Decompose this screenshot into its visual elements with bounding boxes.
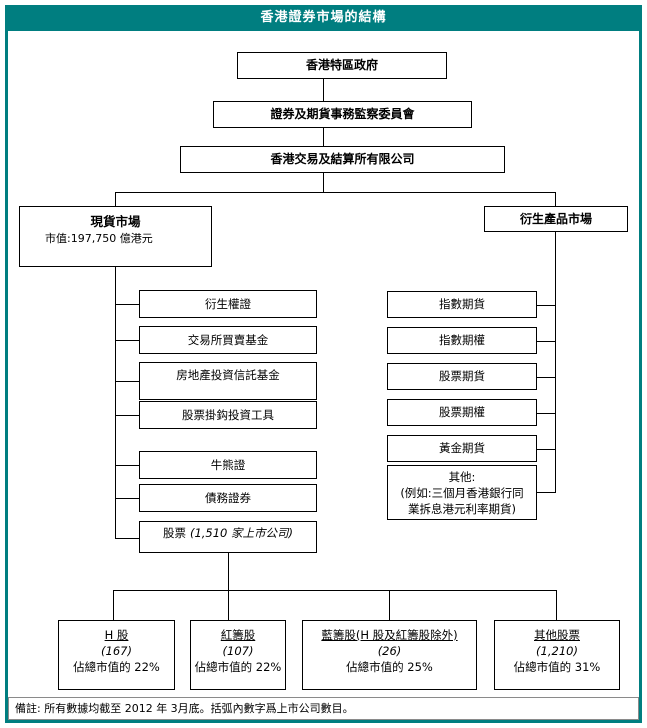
connector-exchange-down <box>323 173 324 192</box>
equity-category-name: 其他股票 <box>534 628 580 642</box>
spot-product-label: 債務證券 <box>205 490 251 505</box>
connector-bus-spot <box>115 192 116 206</box>
connector-regulator-exchange <box>323 128 324 146</box>
spot-trunk <box>115 267 116 538</box>
page-title: 香港證券市場的結構 <box>5 5 642 31</box>
derivatives-stub-5 <box>537 449 556 450</box>
node-derivatives-market[interactable]: 衍生產品市場 <box>484 206 628 232</box>
spot-product-label: 股票掛鈎投資工具 <box>182 407 274 422</box>
node-spot-product-5[interactable]: 債務證券 <box>139 484 317 512</box>
derivatives-stub-1 <box>537 305 556 306</box>
node-derivative-other[interactable]: 其他: (例如:三個月香港銀行同 業拆息港元利率期貨) <box>387 465 537 520</box>
spot-product-label: 房地產投資信託基金 <box>176 368 280 382</box>
node-government[interactable]: 香港特區政府 <box>237 52 447 79</box>
connector-bus-category-3 <box>556 590 557 620</box>
equity-category-name: H 股 <box>104 628 129 642</box>
equity-category-count: (107) <box>222 644 254 658</box>
footnote: 備註: 所有數據均截至 2012 年 3月底。括弧內數字爲上市公司數目。 <box>8 697 639 720</box>
equity-category-share: 佔總市值的 31% <box>513 660 601 674</box>
equities-label: 股票(1,510 家上市公司) <box>163 526 293 541</box>
connector-bus-derivatives <box>555 192 556 206</box>
node-equity-category-0[interactable]: H 股 (167) 佔總市值的 22% <box>58 620 175 690</box>
derivative-other-line1: 其他: <box>448 469 476 484</box>
node-equity-category-3[interactable]: 其他股票 (1,210) 佔總市值的 31% <box>494 620 620 690</box>
spot-product-label: 交易所買賣基金 <box>187 332 269 347</box>
derivative-product-label: 黃金期貨 <box>439 441 485 455</box>
equity-category-name: 紅籌股 <box>220 628 256 642</box>
node-exchange-label: 香港交易及結算所有限公司 <box>270 152 415 166</box>
node-spot-product-1[interactable]: 交易所買賣基金 <box>139 326 317 354</box>
equity-category-count: (1,210) <box>536 644 578 658</box>
spot-stub-1 <box>115 304 139 305</box>
spot-stub-4 <box>115 415 139 416</box>
connector-bus-category-1 <box>228 590 229 620</box>
connector-equities-down <box>228 553 229 590</box>
derivative-other-line2: (例如:三個月香港銀行同 <box>400 485 524 500</box>
equity-category-share: 佔總市值的 25% <box>346 660 433 674</box>
spot-stub-2 <box>115 340 139 341</box>
spot-market-title: 現貨市場 <box>90 214 141 229</box>
connector-bus-category-2 <box>389 590 390 620</box>
derivatives-market-title: 衍生產品市場 <box>519 211 592 226</box>
node-spot-product-4[interactable]: 牛熊證 <box>139 451 317 479</box>
derivative-product-label: 股票期權 <box>439 405 485 419</box>
spot-stub-5 <box>115 465 139 466</box>
node-equity-category-2[interactable]: 藍籌股(H 股及紅籌股除外) (26) 佔總市值的 25% <box>302 620 477 690</box>
derivative-product-label: 指數期貨 <box>439 297 485 311</box>
derivatives-stub-6 <box>537 492 556 493</box>
spot-stub-6 <box>115 498 139 499</box>
node-derivative-product-4[interactable]: 黃金期貨 <box>387 435 537 462</box>
derivative-product-label: 股票期貨 <box>439 369 485 383</box>
equities-label-text: 股票 <box>162 526 186 540</box>
equity-category-share: 佔總市值的 22% <box>73 660 160 674</box>
node-spot-product-3[interactable]: 股票掛鈎投資工具 <box>139 401 317 429</box>
equity-category-name: 藍籌股(H 股及紅籌股除外) <box>321 628 458 642</box>
spot-stub-3 <box>115 381 139 382</box>
node-derivative-product-1[interactable]: 指數期權 <box>387 327 537 354</box>
equity-category-count: (167) <box>101 644 132 658</box>
spot-market-subtitle: 市值:197,750 億港元 <box>45 232 153 245</box>
spot-product-label: 牛熊證 <box>210 457 246 472</box>
node-derivative-product-3[interactable]: 股票期權 <box>387 399 537 426</box>
connector-markets-bus <box>115 192 556 193</box>
node-exchange[interactable]: 香港交易及結算所有限公司 <box>180 146 505 173</box>
node-spot-product-2[interactable]: 房地產投資信託基金 <box>139 362 317 400</box>
derivative-other-line3: 業拆息港元利率期貨) <box>408 501 516 516</box>
connector-bus-category-0 <box>113 590 114 620</box>
node-regulator[interactable]: 證券及期貨事務監察委員會 <box>213 101 472 128</box>
equity-category-count: (26) <box>377 644 402 658</box>
node-equity-category-1[interactable]: 紅籌股 (107) 佔總市值的 22% <box>190 620 286 690</box>
derivatives-stub-2 <box>537 341 556 342</box>
derivative-product-label: 指數期權 <box>439 333 485 347</box>
connector-categories-bus <box>113 590 557 591</box>
node-derivative-product-2[interactable]: 股票期貨 <box>387 363 537 390</box>
derivatives-stub-4 <box>537 413 556 414</box>
spot-product-label: 衍生權證 <box>205 296 251 311</box>
derivatives-stub-3 <box>537 377 556 378</box>
equities-count: (1,510 家上市公司) <box>189 526 294 540</box>
equity-category-share: 佔總市值的 22% <box>194 660 282 674</box>
spot-stub-7 <box>115 538 139 539</box>
node-derivative-product-0[interactable]: 指數期貨 <box>387 291 537 318</box>
node-spot-product-0[interactable]: 衍生權證 <box>139 290 317 318</box>
connector-government-regulator <box>323 79 324 101</box>
node-government-label: 香港特區政府 <box>305 58 378 72</box>
derivatives-trunk <box>555 232 556 492</box>
node-equities[interactable]: 股票(1,510 家上市公司) <box>139 521 317 553</box>
node-regulator-label: 證券及期貨事務監察委員會 <box>270 107 415 121</box>
node-spot-market[interactable]: 現貨市場 市值:197,750 億港元 <box>19 206 212 267</box>
